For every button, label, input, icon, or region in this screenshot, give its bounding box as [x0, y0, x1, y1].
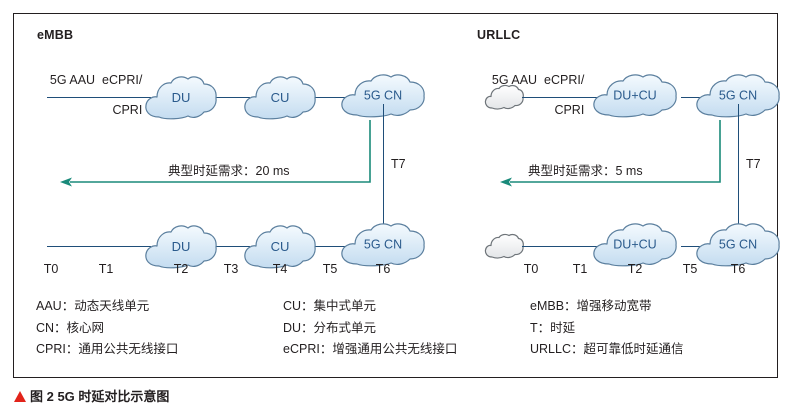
interface-label-right: 5G AAU eCPRI/ CPRI [478, 58, 584, 148]
interface-label-left: 5G AAU eCPRI/ CPRI [36, 58, 142, 148]
right-bot-link-ducu-cn [681, 246, 708, 247]
left-top-link-cu-cn [311, 97, 353, 98]
left-bot-link-aau-du [47, 246, 151, 247]
legend-item-embb: eMBB：增强移动宽带 [530, 299, 652, 313]
panel-title-embb: eMBB [37, 28, 74, 42]
cloud-left-top-cu[interactable]: CU [243, 74, 317, 120]
right-bot-link-aau-ducu [522, 246, 597, 247]
legend-item-cn: CN：核心网 [36, 320, 105, 335]
right-t-label-3: T5 [682, 262, 698, 276]
left-t-label-5: T5 [322, 262, 338, 276]
right-t7-label: T7 [746, 157, 761, 171]
interface-label-right-line1: 5G AAU eCPRI/ [491, 73, 585, 87]
left-t-label-6: T6 [375, 262, 391, 276]
left-bot-link-du-cu [212, 246, 250, 247]
legend-item-aau: AAU：动态天线单元 [36, 299, 150, 313]
left-latency-path [56, 120, 376, 192]
cloud-right-bot-cn[interactable]: 5G CN [695, 221, 781, 267]
left-t-label-4: T4 [272, 262, 288, 276]
right-t-label-4: T6 [730, 262, 746, 276]
figure-caption: 图 2 5G 时延对比示意图 [14, 386, 169, 405]
figure-border [13, 13, 778, 378]
legend-item-du: DU：分布式单元 [283, 320, 377, 335]
interface-label-left-line2: CPRI [112, 103, 143, 117]
right-latency-note: 典型时延需求：5 ms [528, 164, 643, 178]
right-t7-link [738, 104, 739, 232]
left-t-label-1: T1 [98, 262, 114, 276]
left-t-label-3: T3 [223, 262, 239, 276]
right-top-link-aau-ducu [522, 97, 597, 98]
right-t-label-2: T2 [627, 262, 643, 276]
interface-label-right-line2: CPRI [554, 103, 585, 117]
left-latency-note: 典型时延需求：20 ms [168, 164, 290, 178]
right-top-link-ducu-cn [681, 97, 708, 98]
legend-column-1: AAU：动态天线单元 CN：核心网 CPRI：通用公共无线接口 [36, 296, 178, 361]
right-t-label-0: T0 [523, 262, 539, 276]
left-top-link-aau-du [47, 97, 151, 98]
left-t7-label: T7 [391, 157, 406, 171]
legend-item-ecpri: eCPRI：增强通用公共无线接口 [283, 342, 458, 356]
cloud-right-top-aau[interactable] [484, 84, 524, 110]
cloud-right-bot-aau[interactable] [484, 233, 524, 259]
cloud-left-bot-cn[interactable]: 5G CN [340, 221, 426, 267]
cloud-left-top-du[interactable]: DU [144, 74, 218, 120]
left-top-link-du-cu [212, 97, 250, 98]
legend-item-t: T：时延 [530, 320, 576, 335]
right-latency-path [496, 120, 726, 192]
legend-column-3: eMBB：增强移动宽带 T：时延 URLLC：超可靠低时延通信 [530, 296, 684, 361]
left-t-label-0: T0 [43, 262, 59, 276]
cloud-right-top-ducu[interactable]: DU+CU [592, 72, 678, 118]
legend-column-2: CU：集中式单元 DU：分布式单元 eCPRI：增强通用公共无线接口 [283, 296, 457, 361]
interface-label-left-line1: 5G AAU eCPRI/ [49, 73, 143, 87]
left-t7-link [383, 104, 384, 232]
caption-triangle-icon [14, 391, 26, 402]
legend-item-cu: CU：集中式单元 [283, 299, 377, 313]
left-t-label-2: T2 [173, 262, 189, 276]
figure-caption-text: 图 2 5G 时延对比示意图 [30, 389, 170, 404]
legend-item-cpri: CPRI：通用公共无线接口 [36, 342, 179, 356]
legend-item-urllc: URLLC：超可靠低时延通信 [530, 342, 684, 356]
panel-title-urllc: URLLC [477, 28, 521, 42]
right-t-label-1: T1 [572, 262, 588, 276]
left-bot-link-cu-cn [311, 246, 353, 247]
cloud-right-bot-ducu[interactable]: DU+CU [592, 221, 678, 267]
